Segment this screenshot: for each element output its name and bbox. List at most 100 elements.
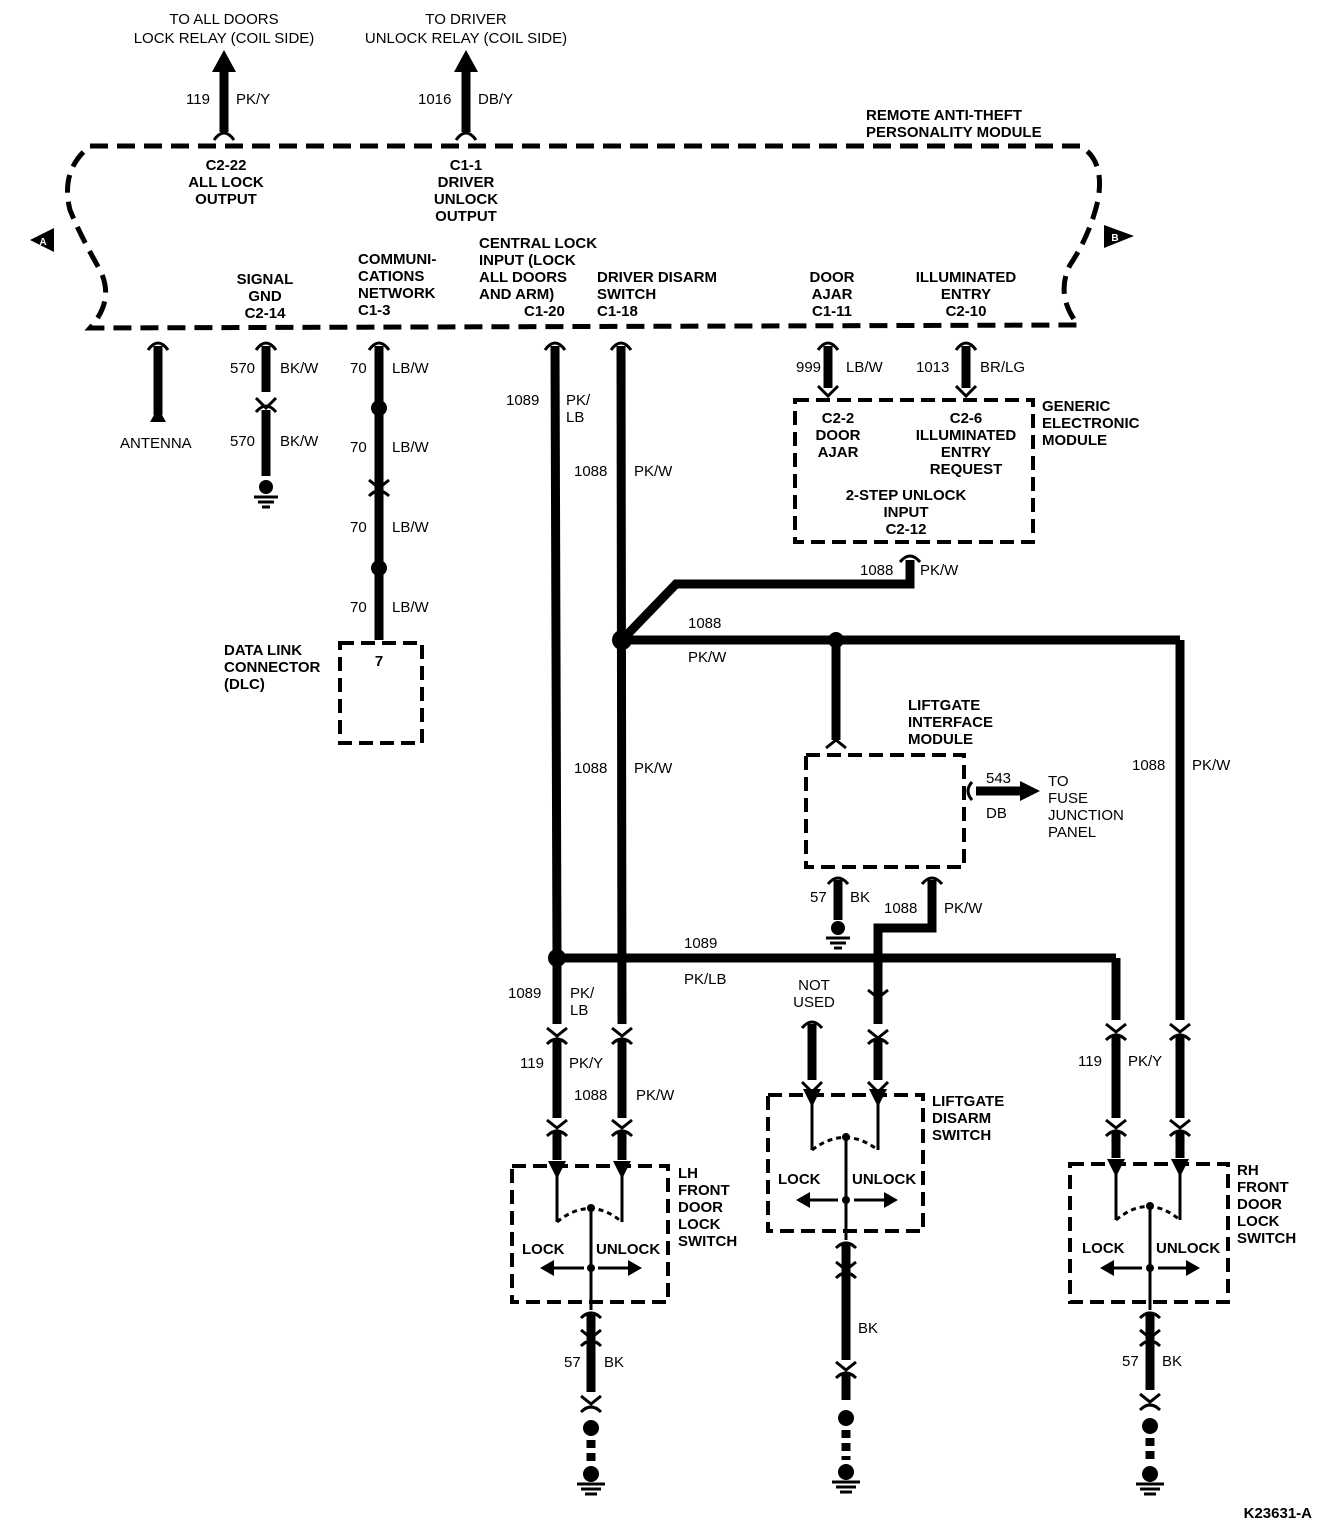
svg-text:C2-14: C2-14 [245, 305, 287, 322]
pin-c1-1-driver-unlock-output: C1-1 DRIVER UNLOCK OUTPUT [434, 157, 498, 225]
svg-text:PK/LB: PK/LB [684, 971, 727, 988]
wire-label-119: 119 [186, 91, 210, 108]
svg-text:PK/Y: PK/Y [569, 1055, 603, 1072]
svg-text:1089: 1089 [508, 985, 541, 1002]
arrow-right-icon [628, 1260, 642, 1276]
wire-1089-central-lock: 1089 PK/ LB 1089 PK/LB 1089 PK/ LB [506, 341, 1121, 1024]
wire-1088-driver-disarm: 1088 PK/W 1088 PK/W 1088 PK/W 1088 PK/W … [574, 341, 1231, 1025]
svg-text:SWITCH: SWITCH [932, 1127, 991, 1144]
svg-text:UNLOCK: UNLOCK [1156, 1240, 1220, 1257]
svg-text:57: 57 [810, 889, 827, 906]
pin-c1-3-communications: COMMUNI- CATIONS NETWORK C1-3 [358, 251, 436, 319]
svg-text:UNLOCK: UNLOCK [852, 1171, 916, 1188]
wire-999-door-ajar: 999 LB/W [796, 341, 884, 399]
splice-icon [371, 400, 387, 416]
svg-text:INTERFACE: INTERFACE [908, 714, 993, 731]
svg-text:RH: RH [1237, 1162, 1259, 1179]
svg-text:SWITCH: SWITCH [1237, 1230, 1296, 1247]
rap-title-line2: PERSONALITY MODULE [866, 124, 1042, 141]
svg-text:MODULE: MODULE [1042, 432, 1107, 449]
dlc-label-line2: CONNECTOR [224, 659, 321, 676]
svg-text:C1-1: C1-1 [450, 157, 483, 174]
svg-text:LOCK: LOCK [522, 1241, 565, 1258]
svg-text:DB: DB [986, 805, 1007, 822]
svg-text:C2-2: C2-2 [822, 410, 855, 427]
svg-text:119: 119 [1078, 1053, 1102, 1070]
svg-text:70: 70 [350, 519, 367, 536]
wire-color-dby: DB/Y [478, 91, 513, 108]
svg-text:1088: 1088 [574, 463, 607, 480]
svg-text:1088: 1088 [688, 615, 721, 632]
svg-text:PK/W: PK/W [1192, 757, 1231, 774]
splice-icon [371, 560, 387, 576]
arrow-up-icon [454, 50, 478, 72]
remote-anti-theft-module: REMOTE ANTI-THEFT PERSONALITY MODULE C2-… [65, 107, 1103, 331]
svg-text:GND: GND [248, 288, 282, 305]
svg-text:ENTRY: ENTRY [941, 444, 991, 461]
svg-text:USED: USED [793, 994, 835, 1011]
svg-text:AJAR: AJAR [812, 286, 853, 303]
wire-color-pky: PK/Y [236, 91, 270, 108]
pin-c1-18-driver-disarm: DRIVER DISARM SWITCH C1-18 [597, 269, 717, 320]
svg-text:1088: 1088 [884, 900, 917, 917]
svg-text:999: 999 [796, 359, 821, 376]
svg-text:57: 57 [1122, 1353, 1139, 1370]
page-ref-b: B [1104, 225, 1134, 248]
dest-driver-line2: UNLOCK RELAY (COIL SIDE) [365, 30, 567, 47]
svg-text:570: 570 [230, 433, 255, 450]
svg-text:PK/W: PK/W [688, 649, 727, 666]
generic-electronic-module: GENERIC ELECTRONIC MODULE C2-2 DOOR AJAR… [793, 398, 1140, 544]
svg-text:LH: LH [678, 1165, 698, 1182]
dest-all-doors-line2: LOCK RELAY (COIL SIDE) [134, 30, 315, 47]
dest-all-doors-lock-relay: TO ALL DOORS LOCK RELAY (COIL SIDE) [134, 11, 315, 47]
dlc-pin: 7 [375, 653, 383, 670]
svg-text:C1-18: C1-18 [597, 303, 638, 320]
wire-1013-illuminated-entry: 1013 BR/LG [916, 341, 1025, 399]
pin-c2-10-illuminated-entry: ILLUMINATED ENTRY C2-10 [916, 269, 1017, 320]
figure-id: K23631-A [1244, 1505, 1313, 1522]
svg-text:AND ARM): AND ARM) [479, 286, 554, 303]
svg-text:PK/W: PK/W [634, 760, 673, 777]
arrow-left-icon [796, 1192, 810, 1208]
svg-text:CATIONS: CATIONS [358, 268, 424, 285]
rap-title-line1: REMOTE ANTI-THEFT [866, 107, 1022, 124]
svg-text:DRIVER: DRIVER [438, 174, 495, 191]
svg-text:LB/W: LB/W [846, 359, 884, 376]
svg-text:INPUT: INPUT [884, 504, 929, 521]
svg-text:ILLUMINATED: ILLUMINATED [916, 427, 1017, 444]
svg-text:DOOR: DOOR [1237, 1196, 1282, 1213]
svg-text:70: 70 [350, 439, 367, 456]
svg-text:SWITCH: SWITCH [678, 1233, 737, 1250]
pin-c1-11-door-ajar: DOOR AJAR C1-11 [810, 269, 855, 320]
svg-text:DOOR: DOOR [810, 269, 855, 286]
svg-text:C1-20: C1-20 [524, 303, 565, 320]
svg-text:BK: BK [604, 1354, 624, 1371]
svg-text:LIFTGATE: LIFTGATE [908, 697, 980, 714]
arrow-right-icon [884, 1192, 898, 1208]
svg-text:543: 543 [986, 770, 1011, 787]
svg-text:PK/: PK/ [566, 392, 591, 409]
svg-text:REQUEST: REQUEST [930, 461, 1003, 478]
connector-icon [454, 131, 478, 141]
liftgate-disarm-switch: NOT USED LIFTGATE DISARM SWITCH LOCK UNL… [766, 977, 1004, 1494]
svg-text:1088: 1088 [1132, 757, 1165, 774]
arrow-left-icon [540, 1260, 554, 1276]
arrow-left-icon [1100, 1260, 1114, 1276]
svg-text:JUNCTION: JUNCTION [1048, 807, 1124, 824]
svg-text:BK/W: BK/W [280, 360, 319, 377]
arrow-up-icon [212, 50, 236, 72]
svg-text:C1-11: C1-11 [812, 303, 852, 320]
svg-text:LB/W: LB/W [392, 360, 430, 377]
svg-text:UNLOCK: UNLOCK [596, 1241, 660, 1258]
svg-text:LB: LB [566, 409, 584, 426]
svg-text:C2-22: C2-22 [206, 157, 247, 174]
pin-c2-14-signal-gnd: SIGNAL GND C2-14 [237, 271, 294, 322]
antenna-label: ANTENNA [120, 435, 192, 452]
svg-text:70: 70 [350, 360, 367, 377]
svg-text:1013: 1013 [916, 359, 949, 376]
svg-text:119: 119 [520, 1055, 544, 1072]
ground-icon [831, 921, 845, 935]
svg-text:1088: 1088 [574, 1087, 607, 1104]
